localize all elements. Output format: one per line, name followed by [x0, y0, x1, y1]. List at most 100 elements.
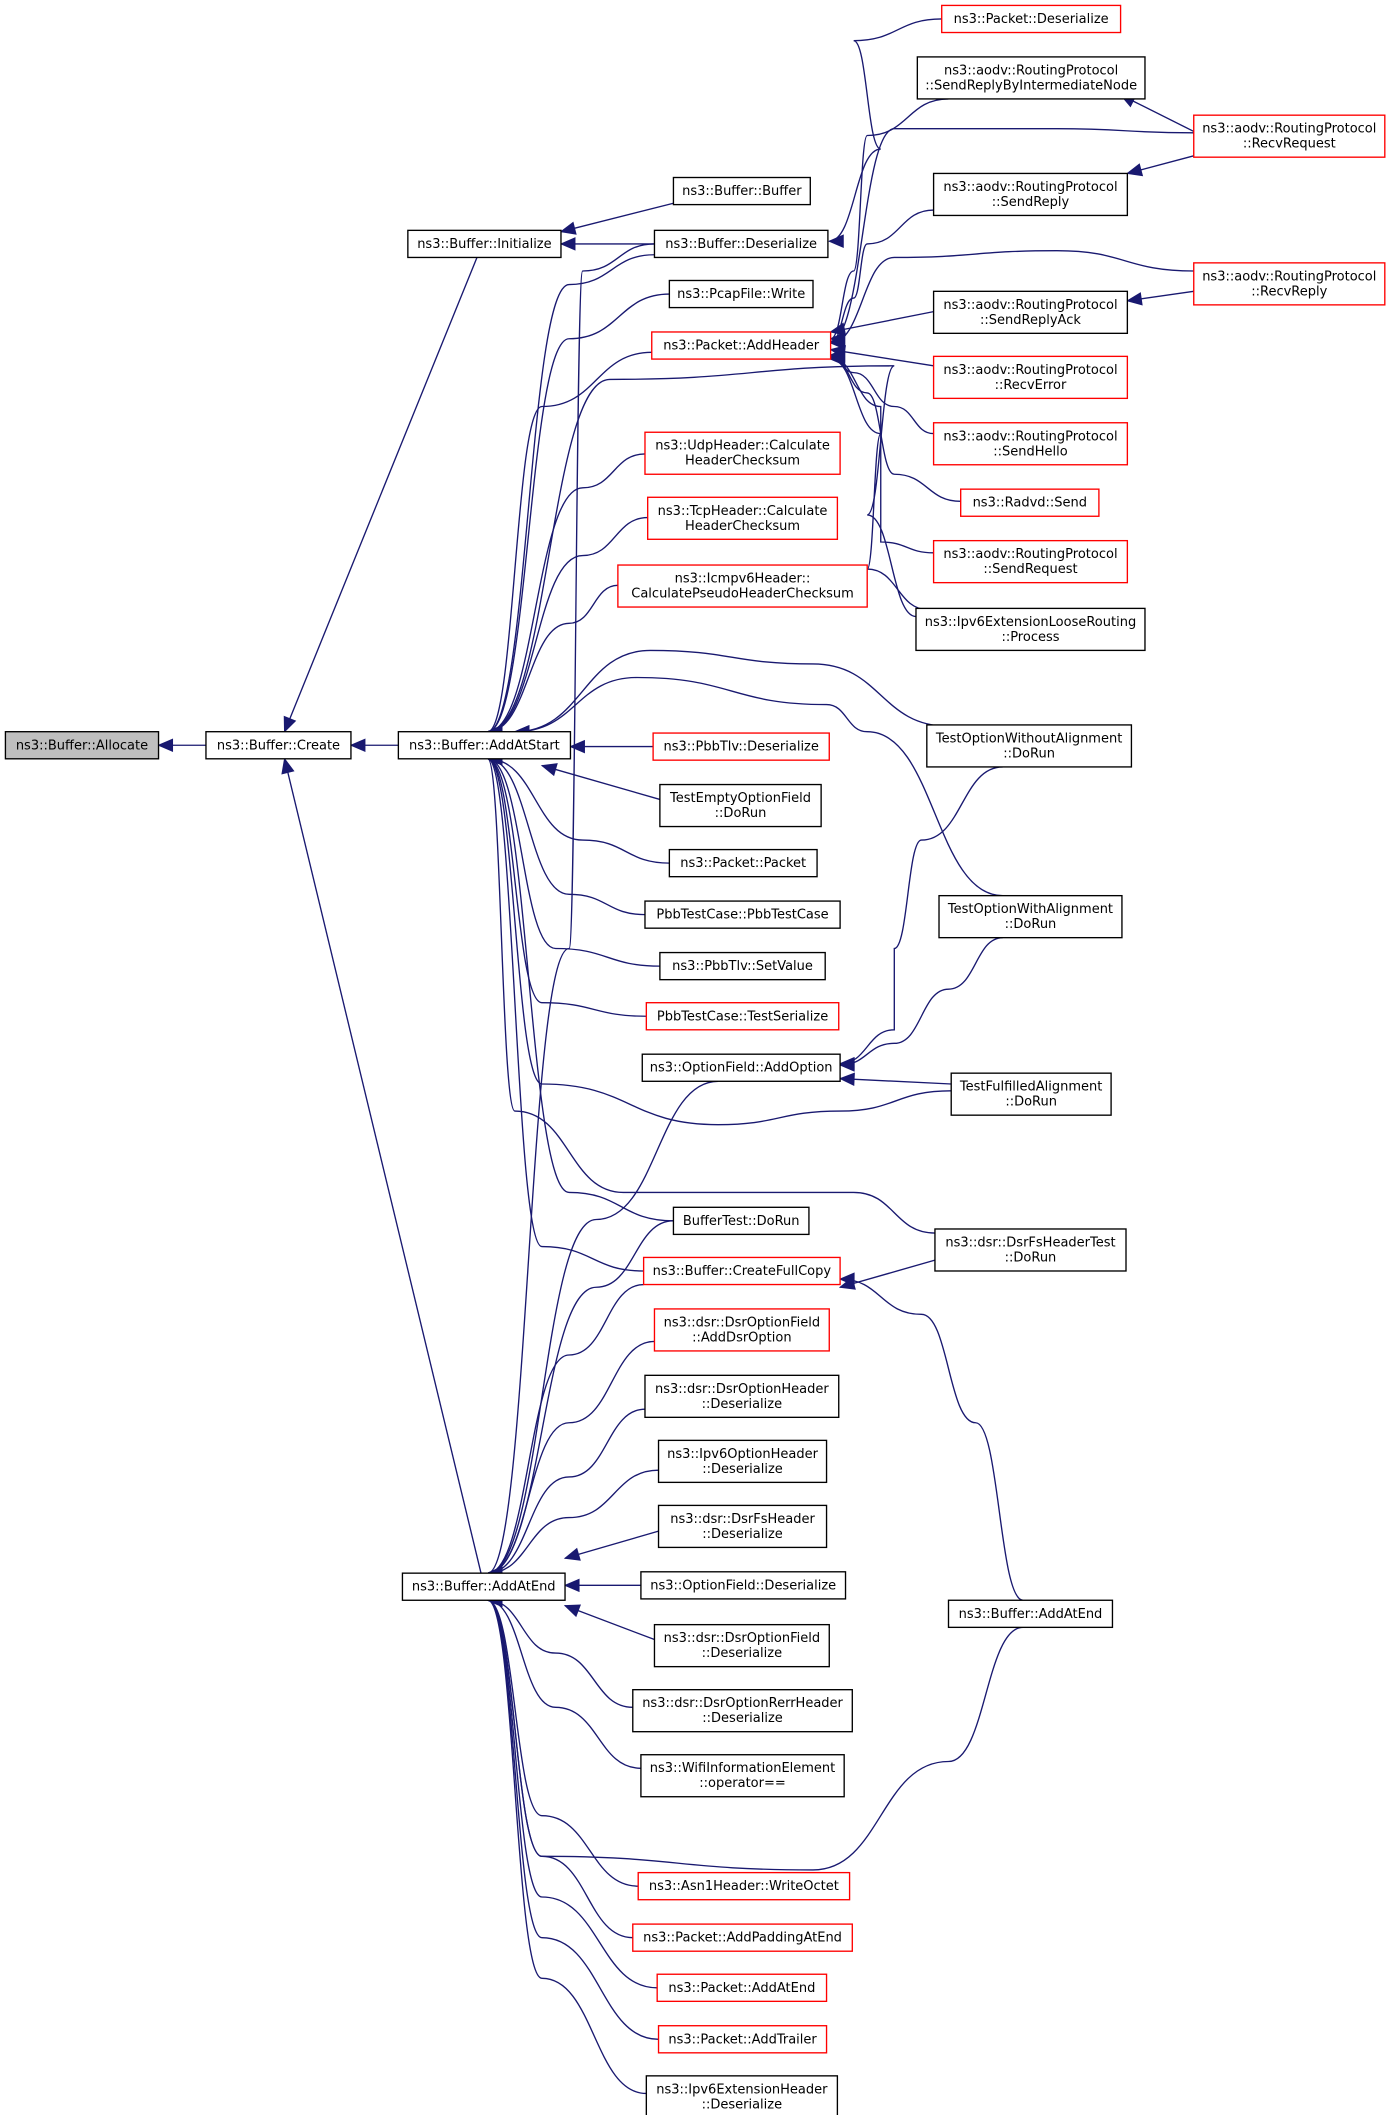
node-aodvSendReplyAck[interactable]: ns3::aodv::RoutingProtocol::SendReplyAck	[932, 290, 1129, 335]
node-label: TestOptionWithAlignment	[947, 902, 1113, 917]
edge-pbbTlvSet-to-addAtStart	[487, 758, 660, 967]
node-pbbTlvDeser[interactable]: ns3::PbbTlv::Deserialize	[652, 732, 830, 761]
node-label: ::SendHello	[993, 444, 1067, 459]
node-box	[645, 1002, 840, 1031]
node-aodvSendReply[interactable]: ns3::aodv::RoutingProtocol::SendReply	[932, 172, 1129, 217]
node-box	[657, 1504, 828, 1549]
node-testOptWithout[interactable]: TestOptionWithoutAlignment::DoRun	[926, 724, 1133, 768]
node-dsrOptHdr[interactable]: ns3::dsr::DsrOptionHeader::Deserialize	[644, 1374, 840, 1419]
node-label: ns3::Packet::AddTrailer	[668, 2032, 817, 2047]
node-dsrFsHdr[interactable]: ns3::dsr::DsrFsHeader::Deserialize	[657, 1504, 828, 1549]
node-box	[205, 731, 352, 760]
node-label: ns3::TcpHeader::Calculate	[658, 504, 828, 519]
node-label: ns3::Icmpv6Header::	[675, 572, 811, 587]
node-aodvSendReplyInter[interactable]: ns3::aodv::RoutingProtocol::SendReplyByI…	[916, 56, 1146, 100]
node-testOptWith[interactable]: TestOptionWithAlignment::DoRun	[938, 894, 1123, 939]
node-ipv6OptHdr[interactable]: ns3::Ipv6OptionHeader::Deserialize	[657, 1439, 828, 1484]
node-aodvSendHello[interactable]: ns3::aodv::RoutingProtocol::SendHello	[932, 422, 1129, 466]
arrowhead-aodvRecvReply-to-pktAddHeader	[829, 336, 846, 350]
node-pktPacket[interactable]: ns3::Packet::Packet	[668, 848, 818, 878]
node-ipv6ExtHdr[interactable]: ns3::Ipv6ExtensionHeader::Deserialize	[645, 2075, 839, 2115]
node-testEmptyOpt[interactable]: TestEmptyOptionField::DoRun	[659, 783, 822, 828]
arrowhead-testOptWith-to-optAddOption	[838, 1058, 855, 1072]
node-label: ::DoRun	[1003, 746, 1055, 761]
node-aodvRecvRequest[interactable]: ns3::aodv::RoutingProtocol::RecvRequest	[1193, 114, 1386, 158]
node-buffer[interactable]: ns3::Buffer::Buffer	[672, 176, 811, 206]
node-box	[651, 331, 832, 360]
node-aodvRecvError[interactable]: ns3::aodv::RoutingProtocol::RecvError	[932, 355, 1129, 400]
node-dsrAddOpt[interactable]: ns3::dsr::DsrOptionField::AddDsrOption	[653, 1308, 830, 1352]
edges	[157, 18, 1195, 2095]
node-pktAddHeader[interactable]: ns3::Packet::AddHeader	[651, 331, 832, 360]
edge-createFullCopy-to-addAtStart	[487, 758, 644, 1272]
edge-pcapWrite-to-addAtStart	[487, 293, 670, 733]
node-aodvRecvReply[interactable]: ns3::aodv::RoutingProtocol::RecvReply	[1193, 262, 1386, 306]
node-pbbTestCase[interactable]: PbbTestCase::PbbTestCase	[644, 900, 841, 929]
node-optAddOption[interactable]: ns3::OptionField::AddOption	[641, 1053, 841, 1082]
node-label: ns3::Radvd::Send	[973, 496, 1087, 511]
node-pbbTlvSet[interactable]: ns3::PbbTlv::SetValue	[659, 951, 826, 981]
node-label: ns3::dsr::DsrOptionHeader	[655, 1382, 829, 1397]
node-box	[642, 1256, 841, 1286]
node-testFulfilled[interactable]: TestFulfilledAlignment::DoRun	[950, 1072, 1112, 1116]
node-box	[932, 172, 1129, 217]
node-addAtEnd[interactable]: ns3::Buffer::AddAtEnd	[401, 1572, 566, 1601]
node-label: HeaderChecksum	[685, 519, 800, 534]
arrowhead-bufDeserialize-to-initialize	[559, 237, 576, 251]
node-bufDeserialize[interactable]: ns3::Buffer::Deserialize	[653, 229, 829, 259]
node-radvdSend[interactable]: ns3::Radvd::Send	[960, 488, 1100, 517]
node-pktTrailer[interactable]: ns3::Packet::AddTrailer	[657, 2025, 828, 2054]
node-initialize[interactable]: ns3::Buffer::Initialize	[407, 229, 562, 259]
node-icmpChecksum[interactable]: ns3::Icmpv6Header::CalculatePseudoHeader…	[617, 564, 868, 608]
arrowhead-dsrFsHdr-to-addAtEnd	[563, 1547, 581, 1561]
node-aodvSendRequest[interactable]: ns3::aodv::RoutingProtocol::SendRequest	[932, 539, 1129, 584]
node-createFullCopy[interactable]: ns3::Buffer::CreateFullCopy	[642, 1256, 841, 1286]
node-label: BufferTest::DoRun	[683, 1214, 800, 1229]
node-label: ::RecvReply	[1251, 284, 1327, 299]
node-addAtStart[interactable]: ns3::Buffer::AddAtStart	[397, 731, 572, 760]
edge-pbbTestCase-to-addAtStart	[487, 758, 645, 916]
node-create[interactable]: ns3::Buffer::Create	[205, 731, 352, 760]
edge-initialize-to-create	[283, 257, 478, 732]
edge-aodvRecvError-to-pktAddHeader	[830, 348, 934, 367]
node-label: ns3::Buffer::Deserialize	[665, 237, 817, 252]
node-allocate[interactable]: ns3::Buffer::Allocate	[4, 731, 160, 760]
node-box	[632, 1923, 853, 1952]
node-dsrRerr[interactable]: ns3::dsr::DsrOptionRerrHeader::Deseriali…	[632, 1689, 853, 1733]
arrowhead-bufAddAtEnd2-to-createFullCopy	[838, 1272, 855, 1286]
node-label: ns3::Packet::Deserialize	[954, 12, 1109, 27]
node-label: ns3::dsr::DsrFsHeaderTest	[945, 1235, 1115, 1250]
node-dsrOptField[interactable]: ns3::dsr::DsrOptionField::Deserialize	[653, 1623, 830, 1668]
edge-ipv6ExtHdr-to-addAtEnd	[487, 1599, 647, 2095]
node-ipv6LooseRouting[interactable]: ns3::Ipv6ExtensionLooseRouting::Process	[915, 607, 1146, 652]
node-label: ns3::PbbTlv::Deserialize	[663, 740, 818, 755]
node-pktPadding[interactable]: ns3::Packet::AddPaddingAtEnd	[632, 1923, 853, 1952]
node-bufAddAtEnd2[interactable]: ns3::Buffer::AddAtEnd	[947, 1599, 1114, 1629]
node-label: ns3::WifiInformationElement	[650, 1761, 836, 1776]
node-box	[653, 1623, 830, 1668]
node-pbbTestSer[interactable]: PbbTestCase::TestSerialize	[645, 1002, 840, 1031]
node-pcapWrite[interactable]: ns3::PcapFile::Write	[668, 279, 814, 309]
node-wifiInfo[interactable]: ns3::WifiInformationElement::operator==	[640, 1754, 845, 1798]
edge-createFullCopy-to-addAtEnd	[487, 1283, 644, 1574]
node-label: ::SendReplyAck	[980, 313, 1081, 328]
node-label: ns3::aodv::RoutingProtocol	[943, 429, 1117, 444]
node-bufferTest[interactable]: BufferTest::DoRun	[672, 1206, 810, 1236]
node-label: ::RecvRequest	[1243, 137, 1336, 152]
node-label: ::DoRun	[1005, 917, 1057, 932]
arrowhead-testEmptyOpt-to-addAtStart	[540, 763, 558, 777]
node-asn1[interactable]: ns3::Asn1Header::WriteOctet	[637, 1871, 851, 1901]
arrowhead-aodvRecvReply-to-aodvSendReplyAck	[1126, 292, 1143, 306]
node-box	[932, 422, 1129, 466]
node-dsrFsTest[interactable]: ns3::dsr::DsrFsHeaderTest::DoRun	[934, 1228, 1127, 1272]
node-box	[397, 731, 572, 760]
node-box	[915, 607, 1146, 652]
node-pktDeser[interactable]: ns3::Packet::Deserialize	[941, 4, 1122, 34]
node-pktAddAtEnd[interactable]: ns3::Packet::AddAtEnd	[656, 1973, 828, 2003]
node-box	[659, 783, 822, 828]
arrowhead-addAtEnd-to-create	[281, 757, 295, 775]
node-label: ::Deserialize	[702, 2097, 783, 2112]
node-optDeser[interactable]: ns3::OptionField::Deserialize	[640, 1571, 847, 1600]
